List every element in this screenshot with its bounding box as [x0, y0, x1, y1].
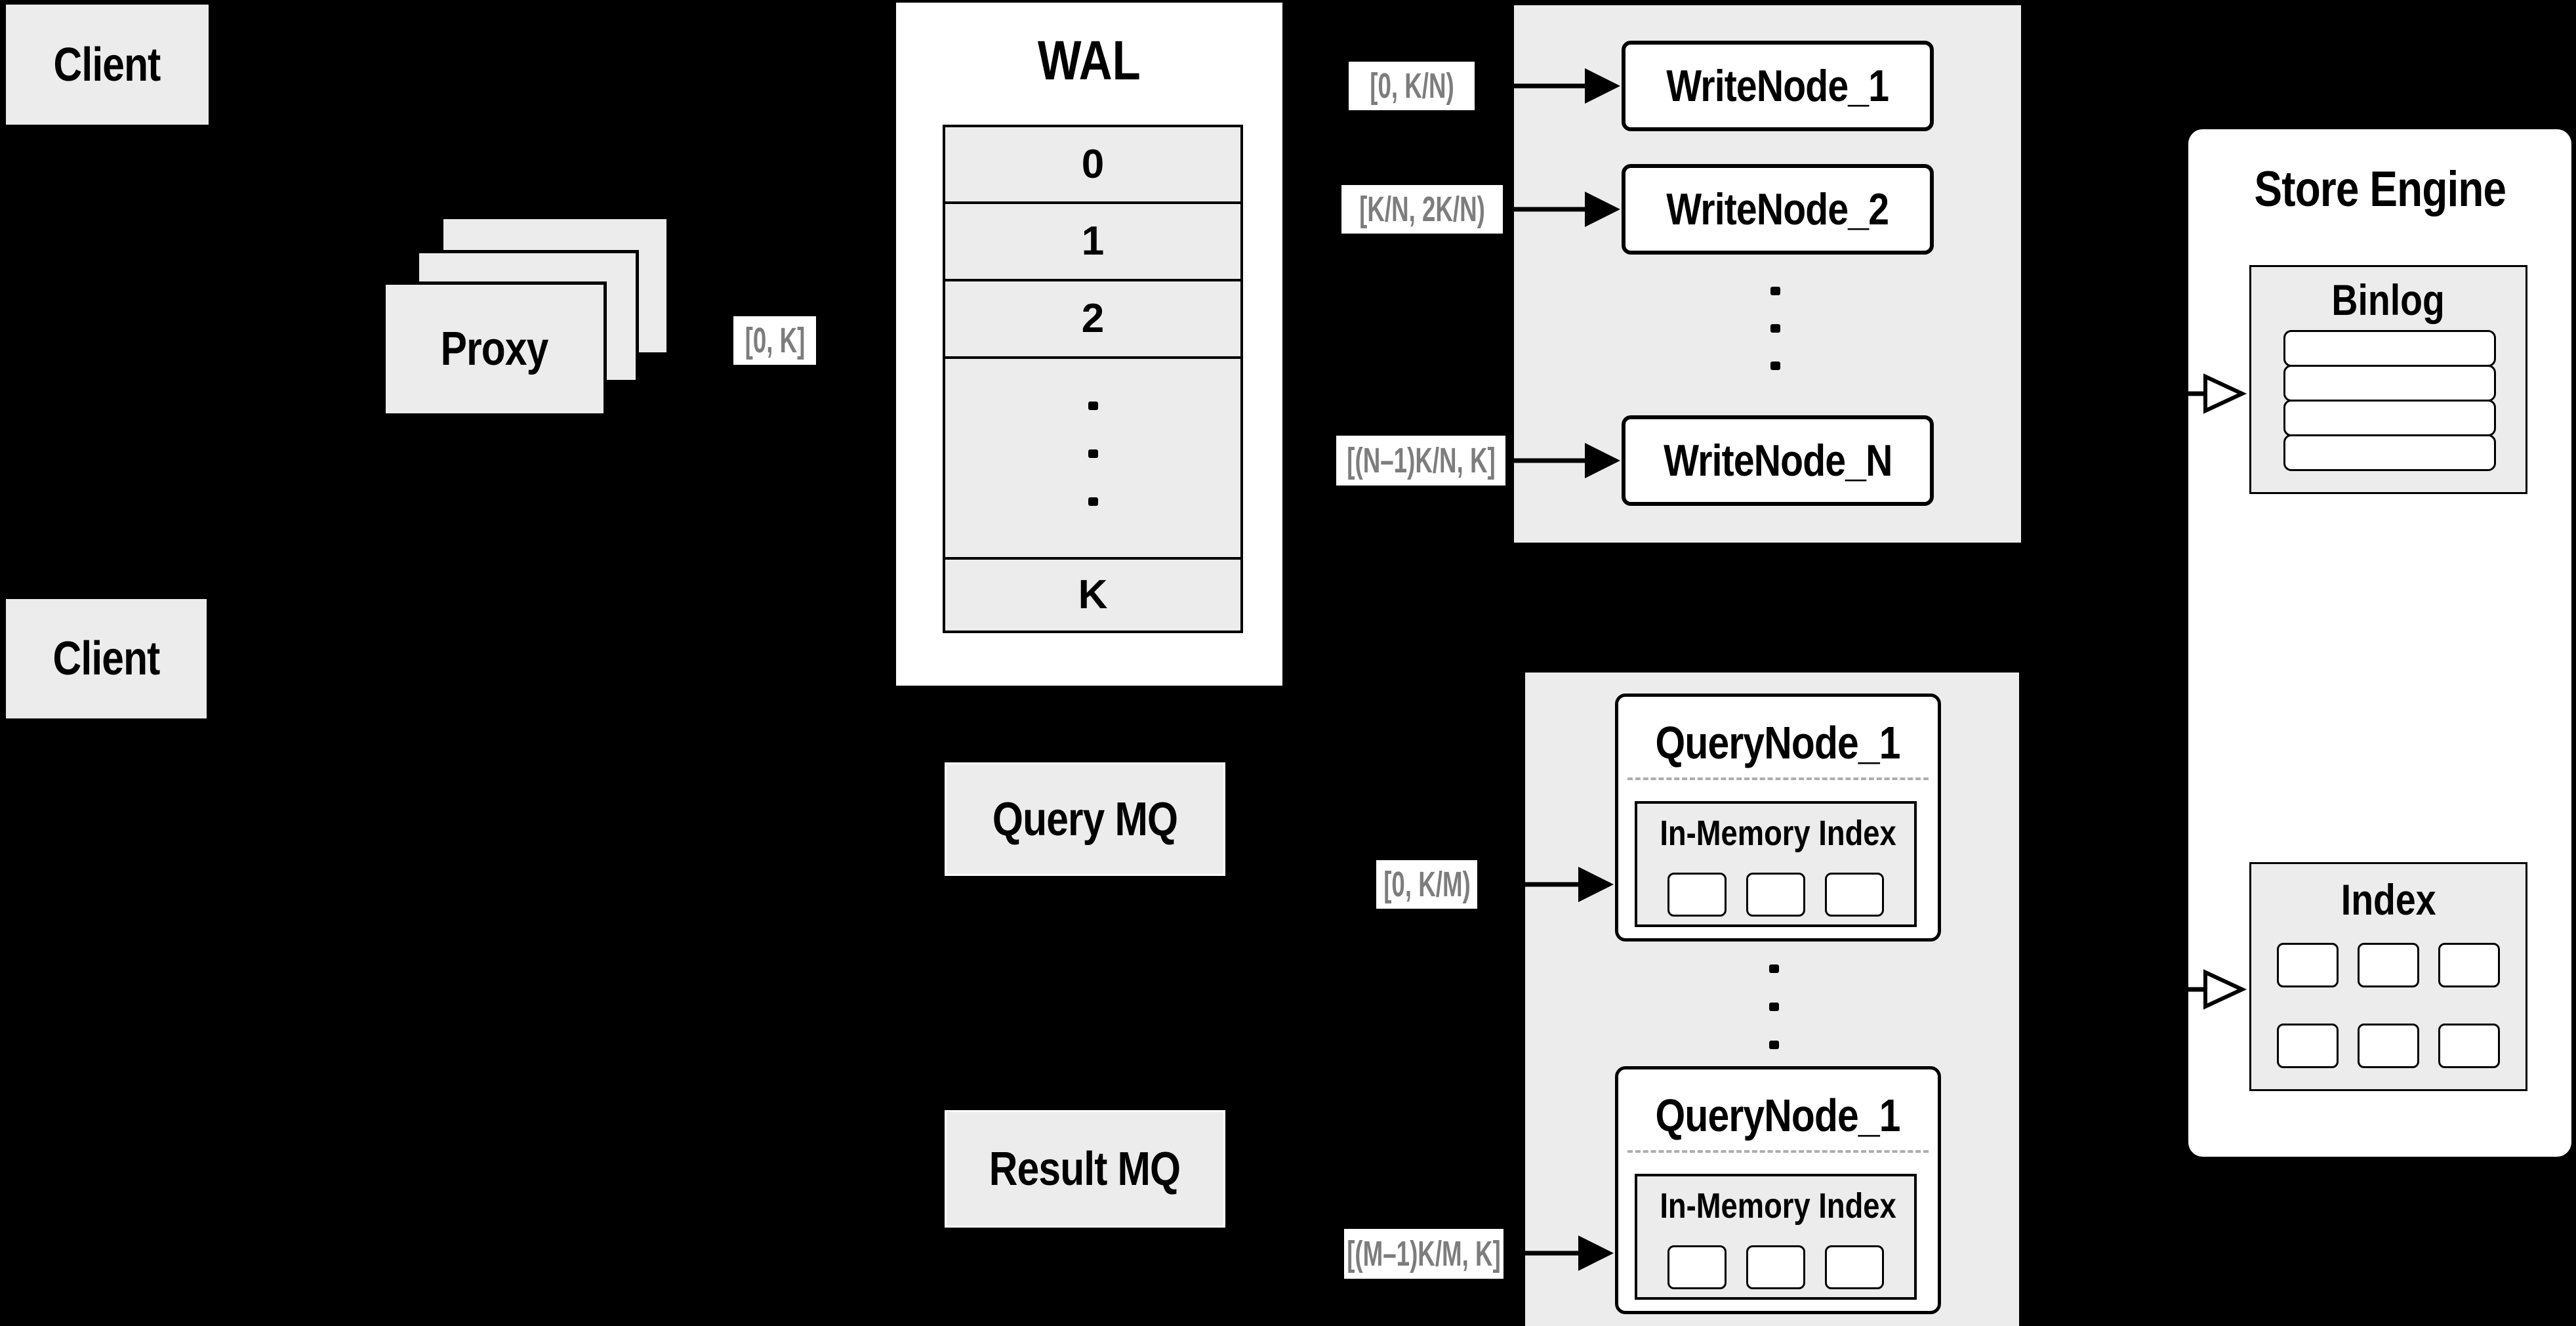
memory-segments-row [1637, 873, 1914, 917]
index-cell [2358, 943, 2419, 987]
wal-box: WAL 0 1 2 K [896, 3, 1282, 686]
client-bottom-label: Client [52, 632, 161, 685]
query-node-1: QueryNode_1 In-Memory Index [1615, 694, 1941, 942]
wal-table: 0 1 2 K [943, 125, 1243, 633]
range-label-write-1: [0, K/N) [1349, 62, 1475, 110]
binlog-row [2283, 365, 2496, 402]
ellipsis-dot [1769, 1041, 1779, 1049]
dashed-divider [1627, 777, 1929, 780]
wal-row-k: K [945, 559, 1240, 631]
proxy-label: Proxy [441, 323, 549, 375]
binlog-row [2283, 400, 2496, 436]
write-node-n: WriteNode_N [1622, 415, 1934, 506]
range-label-write-2: [K/N, 2K/N) [1341, 185, 1503, 234]
ellipsis-dot [1770, 287, 1780, 295]
index-cell [2277, 943, 2339, 987]
binlog-title: Binlog [2331, 276, 2445, 324]
range-label-write-n: [(N–1)K/N, K] [1336, 436, 1505, 486]
store-engine-title: Store Engine [2254, 161, 2506, 217]
in-memory-index-title: In-Memory Index [1660, 1186, 1896, 1226]
write-nodes-panel: WriteNode_1 WriteNode_2 WriteNode_N [1514, 5, 2021, 543]
proxy-card-front: Proxy [382, 281, 607, 417]
ellipsis-dot [1770, 324, 1780, 333]
memory-segment [1667, 1245, 1727, 1289]
range-label-query-1: [0, K/M) [1376, 860, 1477, 909]
in-memory-index-title: In-Memory Index [1660, 814, 1896, 853]
binlog-rows [2283, 330, 2496, 471]
index-cell [2438, 1024, 2500, 1068]
client-top-label: Client [54, 38, 161, 91]
memory-segment [1667, 873, 1727, 917]
index-box: Index [2249, 862, 2527, 1091]
index-cell [2277, 1024, 2339, 1068]
wal-row-0: 0 [945, 127, 1240, 204]
ellipsis-dot [1088, 401, 1098, 410]
query-nodes-panel: QueryNode_1 In-Memory Index QueryNode_1 [1525, 673, 2019, 1326]
wal-title: WAL [1038, 30, 1141, 91]
index-cells [2251, 943, 2525, 1068]
wal-row-ellipsis [945, 358, 1240, 560]
binlog-row [2283, 330, 2496, 367]
ellipsis-dot [1088, 497, 1098, 506]
memory-segment [1746, 1245, 1805, 1289]
dashed-divider [1627, 1150, 1929, 1153]
memory-segment [1825, 873, 1884, 917]
range-label-query-m: [(M–1)K/M, K] [1344, 1229, 1503, 1279]
client-node-top: Client [6, 5, 209, 125]
index-cell-row [2277, 943, 2500, 987]
ellipsis-dot [1769, 964, 1779, 973]
binlog-row [2283, 434, 2496, 471]
client-node-bottom: Client [6, 599, 207, 718]
in-memory-index-box: In-Memory Index [1635, 1174, 1917, 1300]
memory-segments-row [1637, 1245, 1914, 1289]
memory-segment [1825, 1245, 1884, 1289]
store-engine-box: Store Engine Binlog Index [2188, 129, 2571, 1157]
range-label-proxy: [0, K] [733, 316, 816, 365]
index-cell [2358, 1024, 2419, 1068]
wal-row-1: 1 [945, 203, 1240, 281]
ellipsis-dot [1769, 1003, 1779, 1011]
ellipsis-dot [1088, 449, 1098, 458]
query-node-2-title: QueryNode_1 [1655, 1090, 1901, 1141]
index-cell-row [2277, 1024, 2500, 1068]
wal-row-2: 2 [945, 281, 1240, 359]
write-node-2: WriteNode_2 [1622, 164, 1934, 255]
write-node-1: WriteNode_1 [1622, 41, 1934, 131]
result-mq-box: Result MQ [945, 1110, 1225, 1228]
query-node-2: QueryNode_1 In-Memory Index [1615, 1066, 1941, 1314]
index-cell [2438, 943, 2500, 987]
query-node-1-title: QueryNode_1 [1655, 717, 1901, 768]
index-title: Index [2341, 875, 2436, 924]
in-memory-index-box: In-Memory Index [1635, 801, 1917, 927]
query-mq-box: Query MQ [945, 762, 1225, 876]
binlog-box: Binlog [2249, 265, 2527, 494]
memory-segment [1746, 873, 1805, 917]
ellipsis-dot [1770, 362, 1780, 370]
